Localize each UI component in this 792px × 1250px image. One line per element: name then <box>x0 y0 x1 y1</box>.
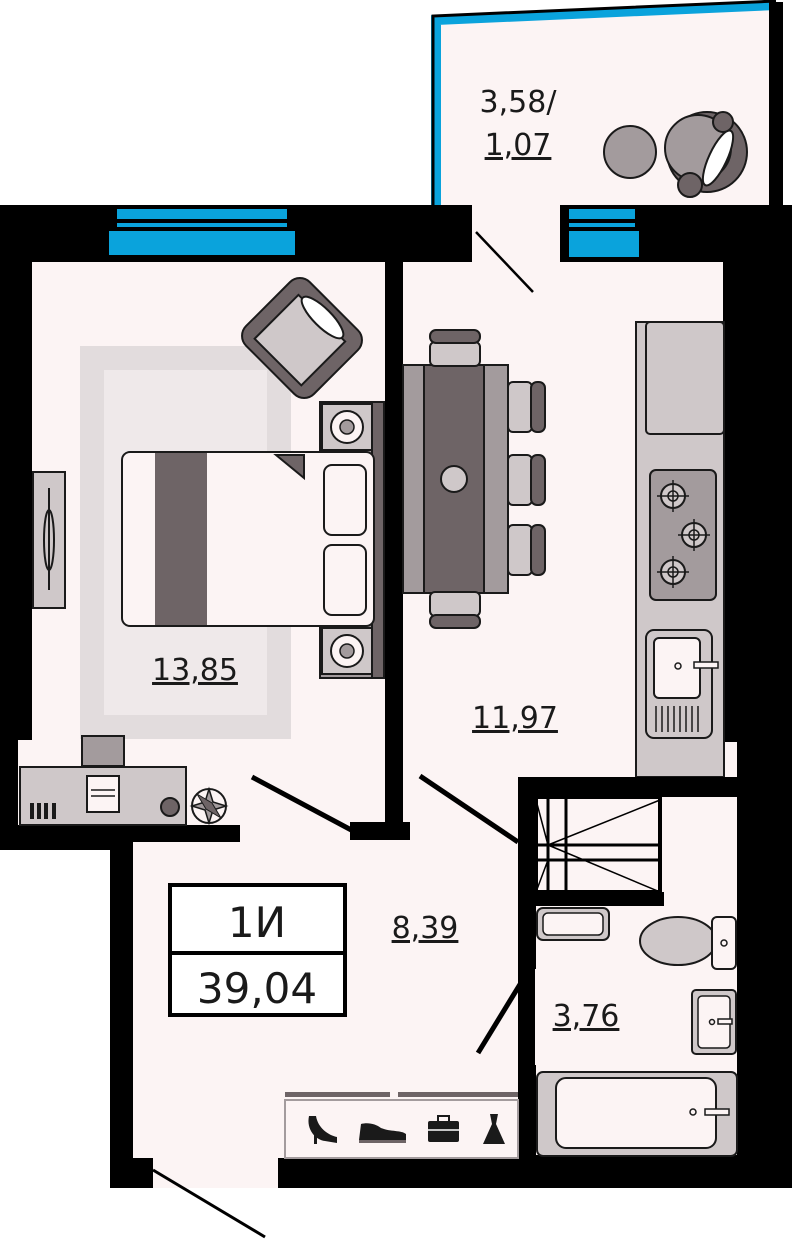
kitchen-niche-floor <box>723 742 737 777</box>
hall-wardrobe <box>284 1092 519 1159</box>
bed <box>121 401 385 679</box>
chair-right-1 <box>507 381 546 433</box>
bedroom-area-label: 13,85 <box>152 653 238 688</box>
desk-lamp-icon <box>160 797 180 817</box>
kitchen-door <box>418 773 520 845</box>
bathroom-door <box>475 966 533 1055</box>
plant-icon <box>189 786 229 826</box>
bedroom-door <box>250 774 357 835</box>
books-icon <box>30 803 56 819</box>
balcony-glazing-edge <box>431 0 777 205</box>
kitchen-window <box>567 207 641 259</box>
heels-icon <box>308 1116 337 1144</box>
hall-floor-kitchen-link <box>403 777 518 847</box>
entrance-opening <box>153 1158 278 1188</box>
armchair <box>241 277 363 399</box>
entrance-door <box>152 1168 266 1239</box>
stove-burner-icon <box>678 519 710 551</box>
balcony-door-opening <box>472 205 560 262</box>
dining-table <box>402 329 546 629</box>
total-area-label: 39,04 <box>197 964 317 1013</box>
chair-right-2 <box>507 454 546 506</box>
bathtub <box>536 1071 738 1157</box>
apartment-info-box: 1И 39,04 <box>168 883 347 1017</box>
room-labels: 3,58/ 1,07 13,85 11,97 8,39 3,76 <box>152 85 619 1034</box>
balcony-glazing <box>431 0 777 205</box>
balcony-chair <box>664 111 748 198</box>
chair-right-3 <box>507 524 546 576</box>
bathroom-sink <box>691 989 737 1055</box>
balcony-door <box>475 231 534 293</box>
balcony-area-sub-label: 1,07 <box>485 128 552 163</box>
stove <box>649 469 717 601</box>
balcony-stool <box>603 125 657 179</box>
kitchen-area-label: 11,97 <box>472 701 558 736</box>
laptop-icon <box>86 775 120 813</box>
wardrobe <box>32 471 66 609</box>
apartment-type-label: 1И <box>228 898 286 947</box>
washing-machine <box>536 907 610 941</box>
chair-bottom <box>429 591 481 617</box>
kitchen-counter <box>635 321 725 778</box>
chair-top <box>429 341 481 367</box>
stove-burner-icon <box>657 556 689 588</box>
bedroom-window <box>107 207 297 257</box>
nightstand-top <box>321 403 373 451</box>
bathroom-area-label: 3,76 <box>553 999 620 1034</box>
balcony-area-label: 3,58/ <box>480 85 558 120</box>
fridge <box>645 321 725 435</box>
stove-burner-icon <box>657 480 689 512</box>
dress-icon <box>483 1114 505 1144</box>
kitchen-sink <box>645 629 719 739</box>
briefcase-icon <box>428 1115 459 1142</box>
balcony <box>431 0 783 205</box>
bathroom-walls <box>518 742 792 1188</box>
toilet <box>639 916 737 970</box>
nightstand-bottom <box>321 627 373 675</box>
ventilation-shaft <box>534 795 664 906</box>
sneaker-icon <box>359 1123 406 1143</box>
hall-area-label: 8,39 <box>392 911 459 946</box>
bedroom-door-post <box>350 822 410 840</box>
desk <box>19 735 187 826</box>
